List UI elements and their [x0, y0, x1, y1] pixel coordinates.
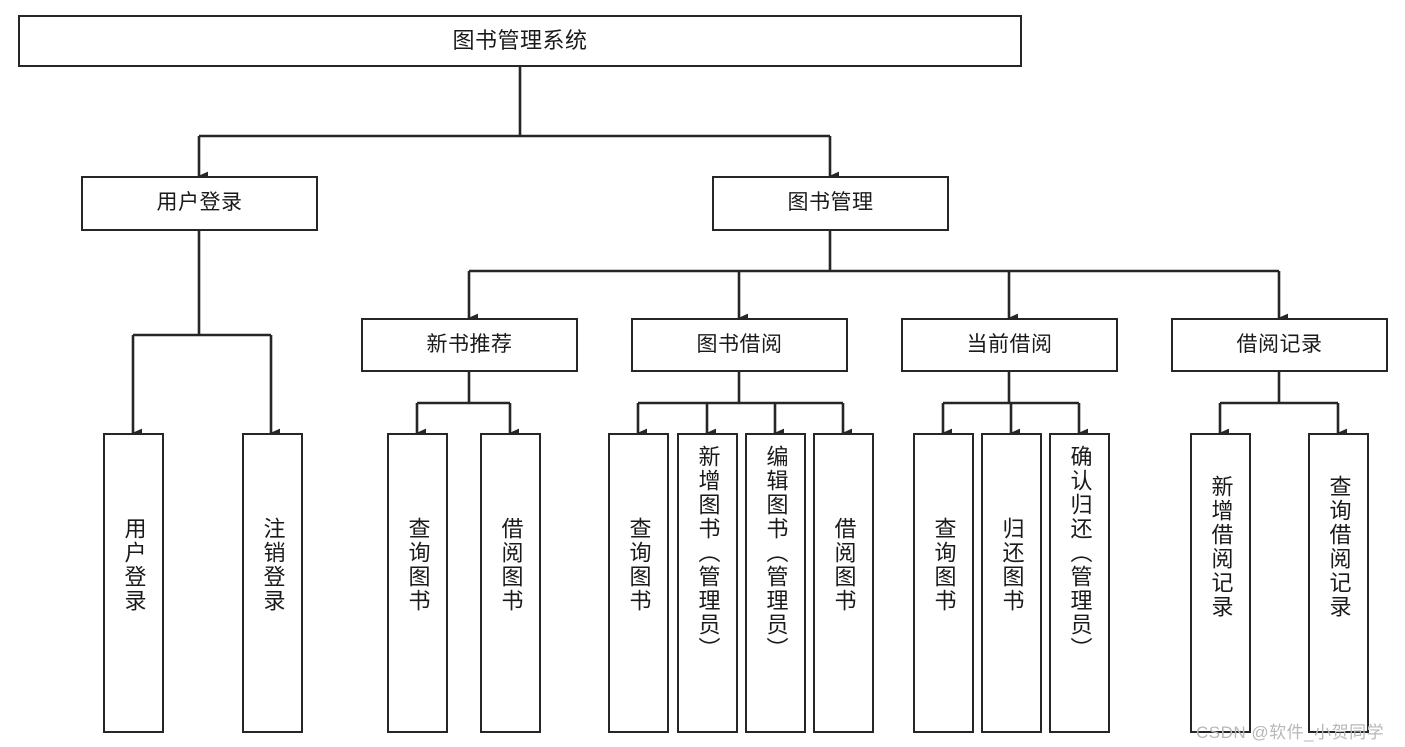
- node-borrow-record[interactable]: 借阅记录: [1171, 318, 1388, 372]
- node-leaf-add-book[interactable]: 新增图书（管理员）: [677, 433, 738, 733]
- node-new-book-recommend[interactable]: 新书推荐: [361, 318, 578, 372]
- node-current-borrow[interactable]: 当前借阅: [901, 318, 1118, 372]
- node-leaf-logout-login[interactable]: 注销登录: [242, 433, 303, 733]
- node-book-management-label: 图书管理: [787, 191, 874, 215]
- node-user-login-label: 用户登录: [156, 191, 243, 215]
- node-leaf-query-book-1-label: 查询图书: [405, 517, 431, 613]
- node-current-borrow-label: 当前借阅: [966, 332, 1053, 356]
- node-leaf-borrow-book-2[interactable]: 借阅图书: [813, 433, 874, 733]
- node-leaf-user-login-label: 用户登录: [121, 517, 147, 613]
- node-leaf-borrow-book-2-label: 借阅图书: [831, 517, 857, 613]
- node-user-login[interactable]: 用户登录: [81, 176, 318, 231]
- node-leaf-logout-login-label: 注销登录: [260, 517, 286, 613]
- node-leaf-return-book[interactable]: 归还图书: [981, 433, 1042, 733]
- node-leaf-query-book-3[interactable]: 查询图书: [913, 433, 974, 733]
- node-leaf-borrow-book-1-label: 借阅图书: [498, 517, 524, 613]
- watermark: CSDN @软件_小贺同学: [1196, 723, 1385, 742]
- node-leaf-add-record-label: 新增借阅记录: [1208, 475, 1234, 619]
- node-leaf-add-book-label: 新增图书（管理员）: [695, 445, 721, 661]
- node-leaf-add-record[interactable]: 新增借阅记录: [1190, 433, 1251, 733]
- node-leaf-query-book-2[interactable]: 查询图书: [608, 433, 669, 733]
- node-root-label: 图书管理系统: [452, 28, 588, 54]
- node-leaf-user-login[interactable]: 用户登录: [103, 433, 164, 733]
- node-leaf-edit-book[interactable]: 编辑图书（管理员）: [745, 433, 806, 733]
- node-leaf-query-book-2-label: 查询图书: [626, 517, 652, 613]
- node-leaf-borrow-book-1[interactable]: 借阅图书: [480, 433, 541, 733]
- node-book-borrow[interactable]: 图书借阅: [631, 318, 848, 372]
- node-leaf-query-book-1[interactable]: 查询图书: [387, 433, 448, 733]
- node-leaf-query-record-label: 查询借阅记录: [1326, 475, 1352, 619]
- node-root[interactable]: 图书管理系统: [18, 15, 1022, 67]
- node-new-book-recommend-label: 新书推荐: [426, 332, 513, 356]
- node-leaf-edit-book-label: 编辑图书（管理员）: [763, 445, 789, 661]
- node-leaf-return-book-label: 归还图书: [999, 517, 1025, 613]
- node-leaf-confirm-return[interactable]: 确认归还（管理员）: [1049, 433, 1110, 733]
- node-leaf-query-book-3-label: 查询图书: [931, 517, 957, 613]
- node-book-borrow-label: 图书借阅: [696, 332, 783, 356]
- node-borrow-record-label: 借阅记录: [1236, 332, 1323, 356]
- node-leaf-confirm-return-label: 确认归还（管理员）: [1067, 445, 1093, 661]
- node-leaf-query-record[interactable]: 查询借阅记录: [1308, 433, 1369, 733]
- node-book-management[interactable]: 图书管理: [712, 176, 949, 231]
